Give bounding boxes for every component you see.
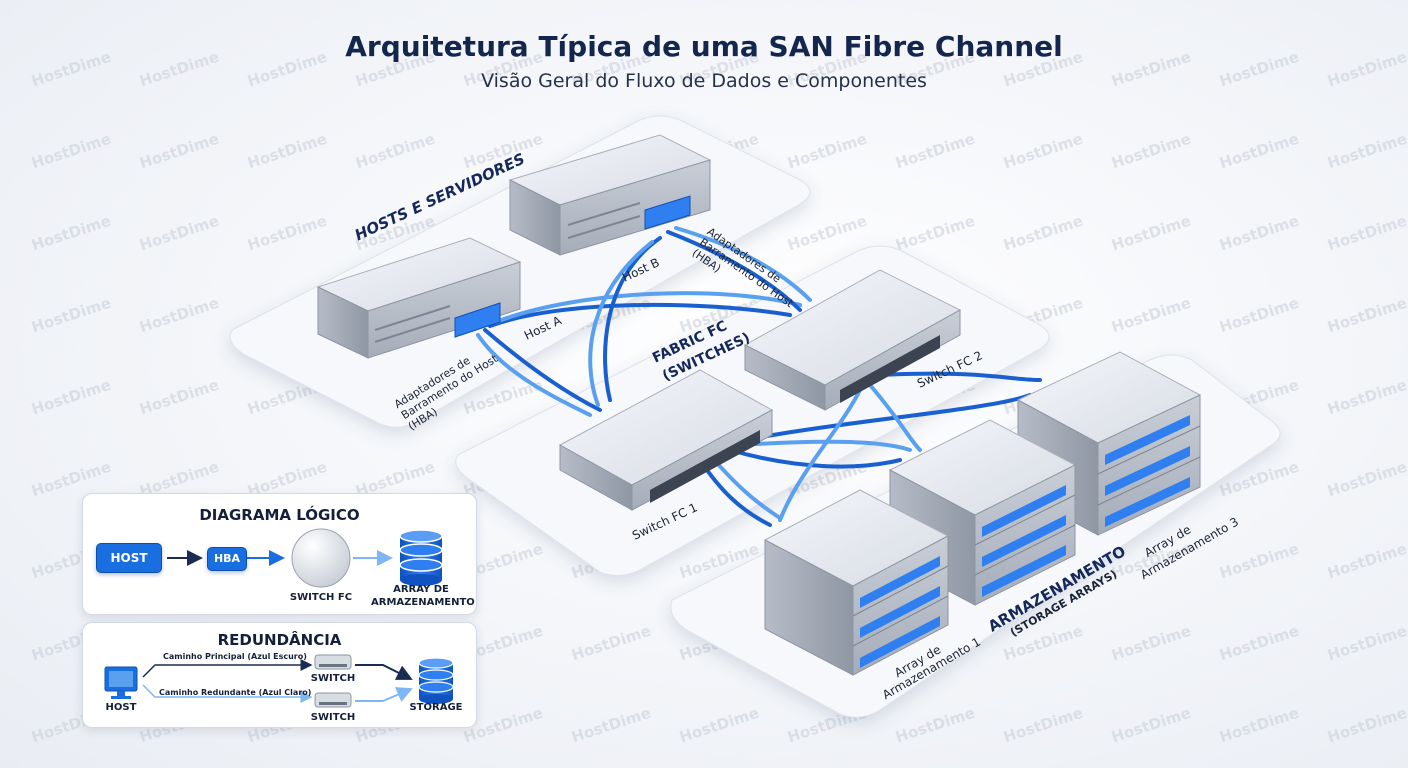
redundant-path-label: Caminho Redundante (Azul Claro) (159, 688, 312, 697)
logical-array-label-line2: ARMAZENAMENTO (371, 597, 475, 608)
redundancy-storage-label: STORAGE (409, 702, 463, 713)
switch-bottom-label: SWITCH (310, 712, 356, 723)
logical-diagram-panel: DIAGRAMA LÓGICO HOST HBA SWITCH FC ARRAY… (82, 493, 477, 615)
switch-top-icon (314, 654, 352, 670)
redundancy-host-label: HOST (105, 702, 137, 713)
switch-fc-2 (743, 269, 962, 411)
logical-diagram-arrows (167, 528, 443, 588)
host-monitor-icon (104, 666, 138, 699)
redundancy-panel: REDUNDÂNCIA (82, 622, 477, 728)
logical-array-label-line1: ARRAY DE (393, 584, 449, 595)
storage-array-2 (888, 419, 1077, 606)
host-b-server (508, 134, 712, 256)
host-a-server (316, 237, 522, 359)
page-subtitle: Visão Geral do Fluxo de Dados e Componen… (481, 70, 927, 92)
switch-top-label: SWITCH (310, 673, 356, 684)
switch-bottom-icon (314, 692, 352, 708)
storage-icon (418, 657, 454, 704)
redundancy-diagram (104, 654, 454, 708)
logical-diagram-title: DIAGRAMA LÓGICO (199, 506, 360, 524)
logical-hba-box: HBA (207, 547, 247, 571)
storage-array-3 (1016, 351, 1202, 536)
fc-cables (476, 226, 1042, 527)
page-title: Arquitetura Típica de uma SAN Fibre Chan… (345, 30, 1063, 63)
storage-array-1 (763, 489, 950, 676)
redundancy-title: REDUNDÂNCIA (217, 631, 342, 649)
logical-array-icon (399, 529, 443, 586)
primary-path-label: Caminho Principal (Azul Escuro) (163, 652, 307, 661)
logical-host-box: HOST (96, 543, 162, 573)
logical-switch-label: SWITCH FC (289, 592, 353, 603)
switch-fc-1 (558, 369, 774, 511)
